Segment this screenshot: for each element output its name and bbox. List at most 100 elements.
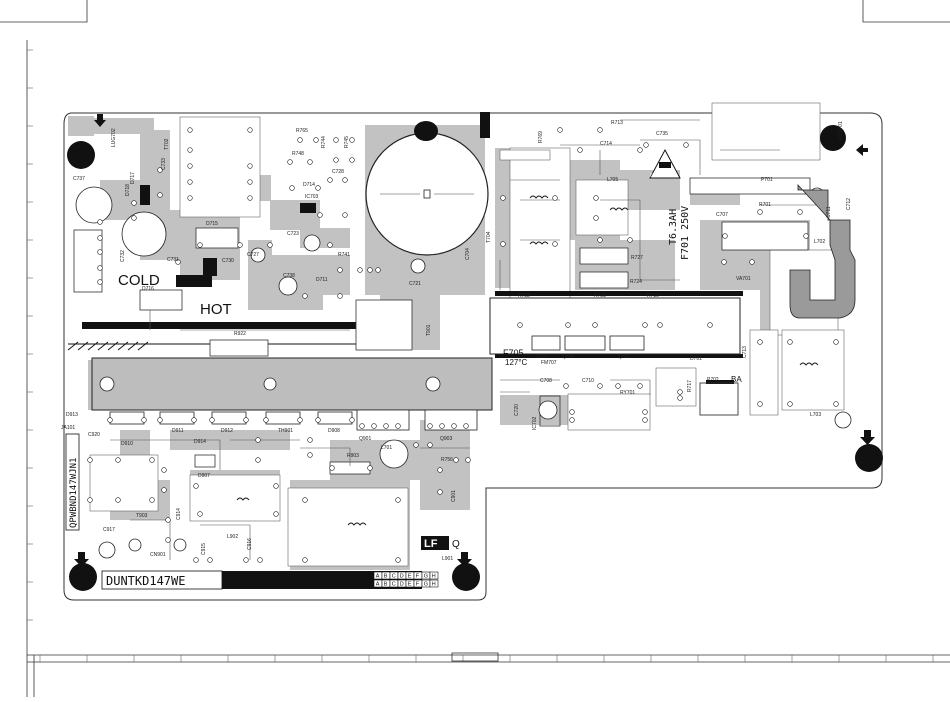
ref-label-l702: L702 bbox=[814, 239, 825, 245]
ref-label-r922: R922 bbox=[234, 331, 246, 337]
check-cell bbox=[429, 579, 439, 588]
solder-pad bbox=[149, 457, 155, 463]
zone-hot-label: HOT bbox=[200, 301, 232, 318]
solder-pad bbox=[593, 195, 599, 201]
ref-label-ic703: IC703 bbox=[305, 194, 319, 200]
ref-label-r719: R719 bbox=[647, 293, 659, 299]
ref-label-c714: C714 bbox=[600, 141, 612, 147]
ref-label-r727: R727 bbox=[631, 255, 643, 261]
check-cell-letter: G bbox=[424, 574, 428, 580]
ref-label-r722: R722 bbox=[518, 293, 530, 299]
check-cell-letter: E bbox=[408, 574, 412, 580]
check-cell-letter: E bbox=[408, 582, 412, 588]
ref-label-l902: L902 bbox=[227, 534, 238, 540]
ref-label-d714: D714 bbox=[303, 182, 315, 188]
solder-pad bbox=[207, 557, 213, 563]
model-code: DUNTKD147WE bbox=[106, 574, 185, 588]
solder-pad bbox=[797, 209, 803, 215]
solder-pad bbox=[349, 137, 355, 143]
mounting-holes bbox=[67, 125, 883, 591]
solder-pad bbox=[683, 142, 689, 148]
solder-pad bbox=[302, 557, 308, 563]
ref-label-c916: C916 bbox=[247, 538, 253, 550]
lf-logo: LF Q bbox=[421, 536, 460, 550]
component-outlines bbox=[73, 177, 811, 475]
ref-label-r724: R724 bbox=[630, 279, 642, 285]
solder-pad bbox=[97, 265, 103, 271]
ref-label-c704: C704 bbox=[465, 248, 471, 260]
ref-label-d701: D701 bbox=[690, 356, 702, 362]
check-cell-letter: C bbox=[392, 574, 396, 580]
ref-label-c710: C710 bbox=[582, 378, 594, 384]
solder-pad bbox=[637, 147, 643, 153]
solder-pad bbox=[333, 137, 339, 143]
ref-label-p702: P702 bbox=[707, 377, 719, 383]
ba-mark: BA bbox=[731, 375, 742, 384]
ref-label-c712: C712 bbox=[846, 198, 852, 210]
solder-pad bbox=[317, 212, 323, 218]
solder-pads bbox=[87, 127, 839, 563]
solder-pad bbox=[115, 497, 121, 503]
ref-label-c728: C728 bbox=[332, 169, 344, 175]
solder-pad bbox=[289, 185, 295, 191]
check-cell-letter: C bbox=[392, 582, 396, 588]
solder-pad bbox=[643, 142, 649, 148]
ref-label-th901: TH901 bbox=[278, 428, 293, 434]
thermal-fuse-label: F705 bbox=[503, 348, 524, 358]
ref-label-r701: R701 bbox=[759, 202, 771, 208]
solder-pad bbox=[722, 233, 728, 239]
ref-label-r744: R744 bbox=[321, 136, 327, 148]
ref-label-r741: R741 bbox=[338, 252, 350, 258]
solder-pad bbox=[297, 417, 303, 423]
ref-label-t702: T702 bbox=[164, 138, 170, 150]
ref-label-t903: T903 bbox=[136, 513, 148, 519]
solder-pad bbox=[427, 423, 433, 429]
ref-label-d912: D912 bbox=[221, 428, 233, 434]
ref-label-ic702: IC702 bbox=[532, 416, 538, 430]
solder-pad bbox=[307, 437, 313, 443]
bottom-ruler bbox=[39, 655, 934, 662]
solder-pad bbox=[342, 212, 348, 218]
solder-pad bbox=[597, 383, 603, 389]
solder-pad bbox=[563, 383, 569, 389]
solder-pad bbox=[707, 322, 713, 328]
solder-pad bbox=[209, 417, 215, 423]
solder-pad bbox=[395, 497, 401, 503]
solder-pad bbox=[453, 457, 459, 463]
solder-pad bbox=[141, 417, 147, 423]
solder-pad bbox=[273, 511, 279, 517]
solder-pad bbox=[437, 467, 443, 473]
ref-label-d914: D914 bbox=[194, 439, 206, 445]
solder-pad bbox=[161, 487, 167, 493]
solder-pad bbox=[337, 293, 343, 299]
solder-pad bbox=[243, 557, 249, 563]
ref-label-d718: D718 bbox=[125, 184, 131, 196]
small-capacitors bbox=[75, 186, 558, 552]
solder-pad bbox=[87, 457, 93, 463]
ref-label-c721: C721 bbox=[409, 281, 421, 287]
ref-label-d910: D910 bbox=[121, 441, 133, 447]
solder-pad bbox=[97, 249, 103, 255]
check-cell-letter: H bbox=[432, 582, 436, 588]
solder-pad bbox=[197, 242, 203, 248]
solder-pad bbox=[451, 423, 457, 429]
ref-label-c723: C723 bbox=[287, 231, 299, 237]
ref-label-r903: R903 bbox=[347, 453, 359, 459]
solder-pad bbox=[193, 483, 199, 489]
solder-pad bbox=[255, 437, 261, 443]
solder-pad bbox=[165, 537, 171, 543]
ref-label-c707: C707 bbox=[716, 212, 728, 218]
ref-label-c713: C713 bbox=[742, 346, 748, 358]
solder-pad bbox=[197, 511, 203, 517]
ref-label-lug701: LUG701 bbox=[838, 121, 844, 140]
check-cell-letter: D bbox=[400, 582, 404, 588]
check-cell-letter: H bbox=[432, 574, 436, 580]
ref-label-r717: R717 bbox=[687, 380, 693, 392]
solder-pad bbox=[552, 195, 558, 201]
solder-pad bbox=[677, 389, 683, 395]
solder-pad bbox=[642, 417, 648, 423]
lf-q-text: Q bbox=[452, 539, 460, 550]
solder-pad bbox=[642, 322, 648, 328]
diode-row bbox=[109, 335, 645, 431]
